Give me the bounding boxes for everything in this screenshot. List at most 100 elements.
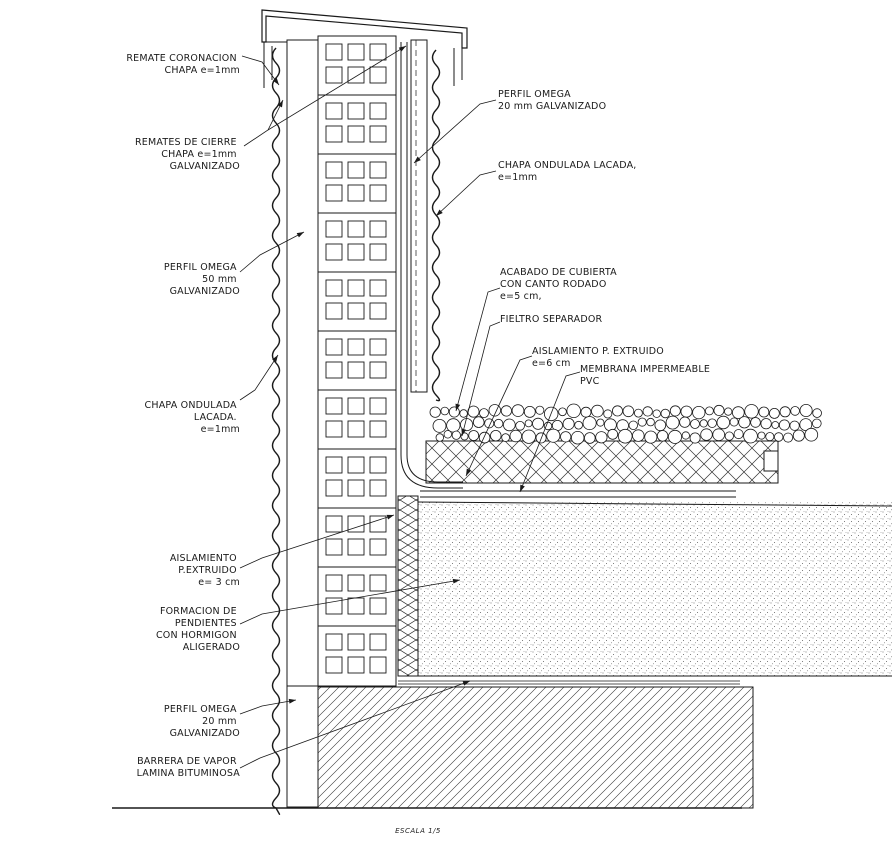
arrowhead: [288, 698, 296, 704]
coping-flashing: [261, 9, 468, 49]
block-cell: [369, 361, 387, 379]
block-cell: [347, 538, 365, 556]
block-cell: [369, 243, 387, 261]
block-cell: [325, 220, 343, 238]
arrowhead: [436, 209, 443, 216]
block-cell: [347, 397, 365, 415]
block-cell: [325, 102, 343, 120]
gravel-stone: [774, 432, 784, 442]
leader-chapa-ondulada-left: [239, 354, 279, 401]
gravel-stone: [493, 418, 504, 429]
leader-aislamiento-6cm: [465, 355, 533, 477]
gravel-stone: [778, 419, 790, 431]
block-cell: [325, 279, 343, 297]
gravel-stone: [679, 416, 691, 428]
gravel-stone: [789, 420, 800, 431]
block-cell: [347, 456, 365, 474]
gravel-stone: [622, 405, 635, 418]
gravel-stone: [712, 428, 725, 442]
gravel-stone: [448, 406, 460, 418]
gravel-stone: [783, 432, 794, 443]
block-cell: [325, 125, 343, 143]
gravel-stone: [479, 408, 489, 419]
block-cell: [369, 656, 387, 674]
label-acabado-cubierta: ACABADO DE CUBIERTA CON CANTO RODADO e=5…: [500, 267, 620, 302]
arrowhead: [272, 355, 278, 363]
corrugated-sheet-right: [431, 49, 441, 402]
gravel-finish-layer: [429, 403, 822, 445]
gravel-stone: [668, 429, 683, 444]
block-cell: [347, 125, 365, 143]
leader-remate-coronacion: [241, 55, 280, 86]
gravel-stone: [591, 404, 604, 418]
block-wall: [317, 35, 397, 687]
label-barrera-vapor: BARRERA DE VAPOR LAMINA BITUMINOSA: [137, 756, 241, 779]
gravel-stone: [574, 420, 583, 430]
block-cell: [369, 184, 387, 202]
gravel-stone: [560, 431, 572, 443]
gravel-stone: [604, 418, 617, 432]
block-cell: [347, 479, 365, 497]
gravel-stone: [583, 432, 596, 444]
arrowhead: [455, 403, 461, 411]
gravel-stone: [750, 417, 761, 428]
leader-chapa-ondulada-right: [435, 170, 497, 217]
gravel-stone: [580, 406, 592, 418]
gravel-stone: [680, 405, 693, 418]
gravel-stone: [459, 409, 468, 418]
arrowhead: [296, 232, 304, 238]
block-cell: [325, 302, 343, 320]
gravel-stone: [799, 418, 813, 432]
labels-left: REMATE CORONACION CHAPA e=1mm REMATES DE…: [126, 53, 240, 779]
block-cell: [369, 420, 387, 438]
block-cell: [325, 338, 343, 356]
gravel-stone: [632, 429, 645, 442]
block-cell: [369, 220, 387, 238]
block-cell: [325, 243, 343, 261]
gravel-stone: [443, 430, 452, 439]
gravel-stone: [757, 431, 766, 440]
leader-perfil-omega-20: [413, 99, 497, 164]
gravel-stone: [566, 403, 581, 419]
omega-profile-50mm: [286, 39, 319, 808]
block-cell: [347, 66, 365, 84]
gravel-stone: [558, 407, 567, 417]
label-perfil-omega-20-bottom: PERFIL OMEGA 20 mm GALVANIZADO: [164, 704, 240, 739]
arrowhead: [520, 484, 525, 492]
arrowhead: [398, 46, 406, 52]
block-cell: [369, 574, 387, 592]
block-cell: [369, 338, 387, 356]
gravel-stone: [612, 405, 624, 417]
block-cell: [347, 633, 365, 651]
block-cell: [369, 597, 387, 615]
label-aislamiento-3cm: AISLAMIENTO P.EXTRUIDO e= 3 cm: [170, 553, 240, 588]
gravel-stone: [799, 403, 813, 417]
block-cell: [325, 538, 343, 556]
gravel-stone: [812, 408, 822, 418]
block-cell: [347, 574, 365, 592]
gravel-stone: [546, 428, 561, 443]
gravel-stone: [646, 417, 655, 427]
leader-fieltro-separador: [461, 321, 501, 437]
base-slab: [297, 686, 754, 809]
membrane-upturn: [400, 42, 463, 489]
block-cell: [325, 515, 343, 533]
label-chapa-ondulada-left: CHAPA ONDULADA LACADA. e=1mm: [145, 400, 240, 435]
lightweight-concrete-slope: [418, 502, 892, 676]
gravel-stone: [535, 405, 545, 415]
gravel-stone: [771, 421, 780, 429]
block-cell: [347, 243, 365, 261]
gravel-stone: [769, 407, 780, 419]
block-cell: [369, 397, 387, 415]
gravel-stone: [607, 428, 619, 440]
gravel-stone: [432, 418, 447, 433]
gravel-stone: [429, 406, 441, 418]
block-cell: [325, 397, 343, 415]
gravel-stone: [472, 416, 485, 428]
wall-insulation-3cm: [397, 495, 419, 677]
gravel-stone: [502, 418, 516, 432]
gravel-stone: [637, 417, 647, 427]
gravel-stone: [700, 428, 713, 441]
gravel-stone: [733, 429, 744, 440]
gravel-stone: [779, 406, 791, 418]
